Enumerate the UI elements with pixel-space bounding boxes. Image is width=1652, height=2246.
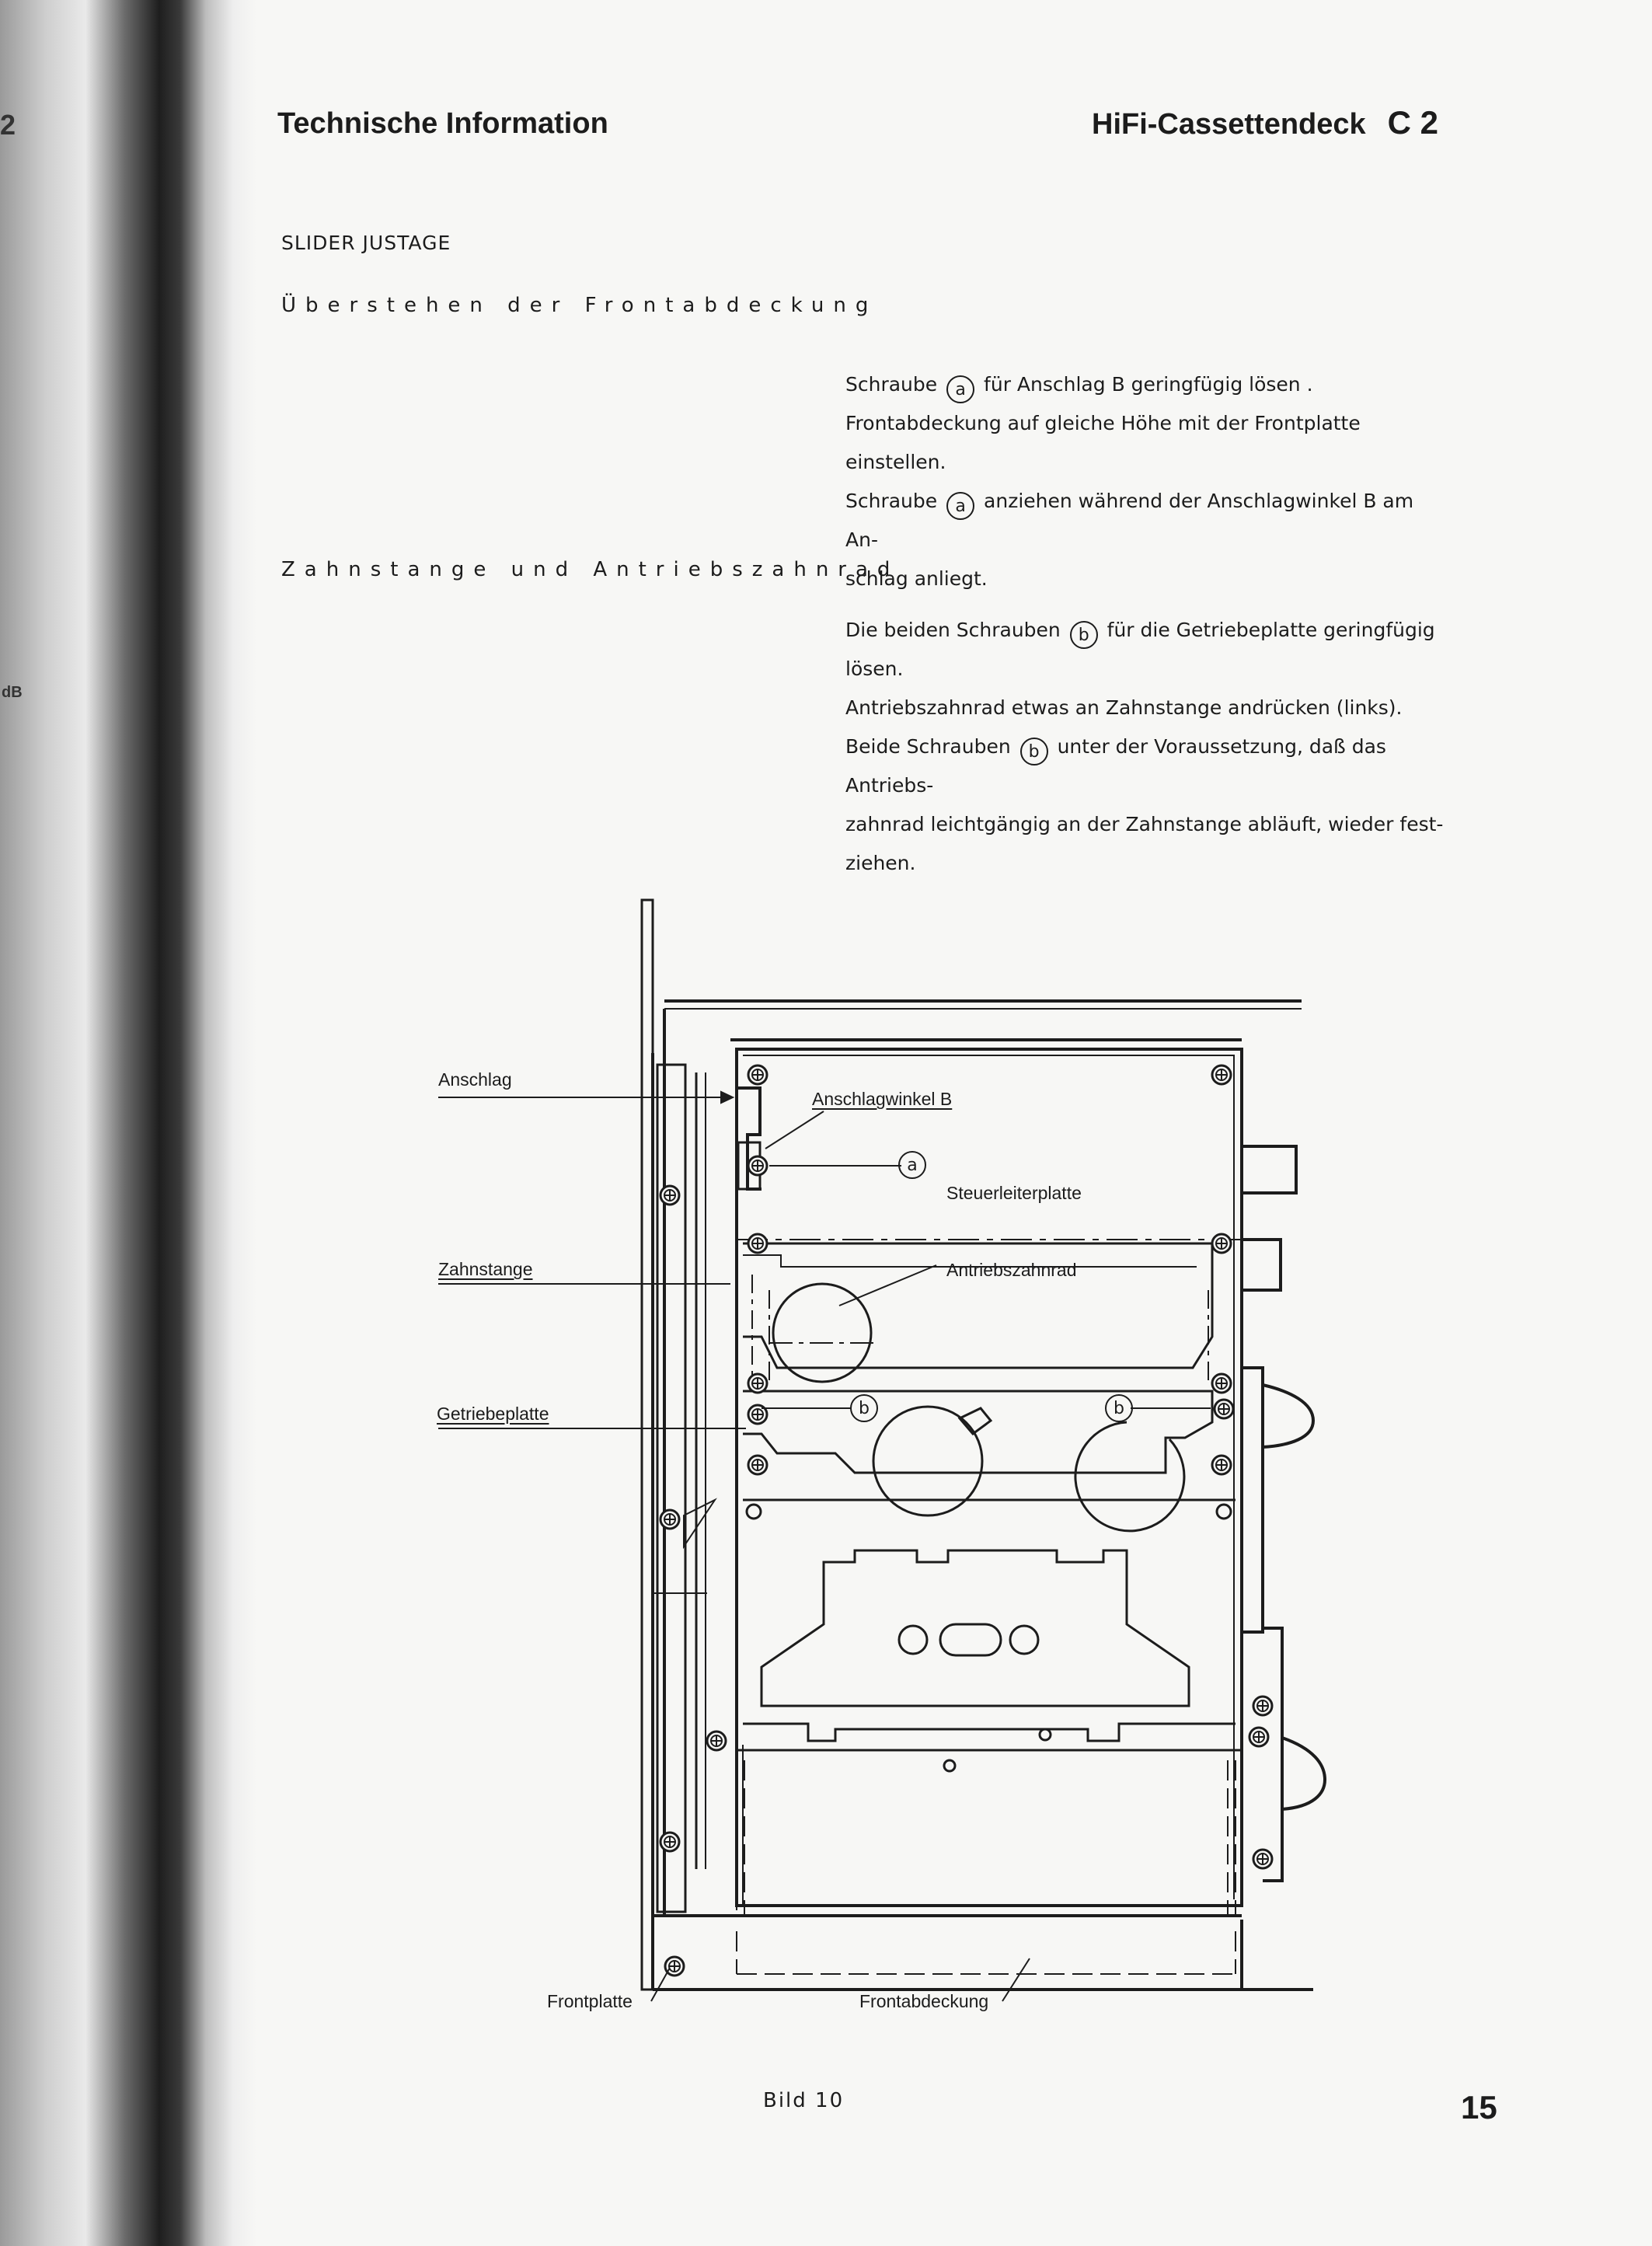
- instructions-frontabdeckung: Schraube a für Anschlag B geringfügig lö…: [845, 365, 1452, 598]
- subsection-title-zahnstange: Zahnstange und Antriebszahnrad: [281, 558, 900, 581]
- instructions-zahnstange: Die beiden Schrauben b für die Getriebep…: [845, 611, 1452, 883]
- section-title: SLIDER JUSTAGE: [281, 232, 451, 254]
- header-right: HiFi-Cassettendeck C 2: [1092, 104, 1438, 141]
- label-antriebszahnrad: Antriebszahnrad: [946, 1260, 1077, 1280]
- header-left-title: Technische Information: [277, 107, 608, 140]
- page-number: 15: [1461, 2089, 1497, 2126]
- callout-b-icon: b: [1105, 1394, 1133, 1422]
- label-steuerleiterplatte: Steuerleiterplatte: [946, 1183, 1082, 1203]
- spine-page-fragment: 2: [0, 109, 16, 141]
- instruction-line: Schraube a anziehen während der Anschlag…: [845, 490, 1414, 551]
- instruction-line: ziehen.: [845, 852, 916, 874]
- instruction-line: Frontabdeckung auf gleiche Höhe mit der …: [845, 412, 1361, 473]
- callout-b-icon: b: [1019, 738, 1048, 766]
- label-anschlag: Anschlag: [438, 1069, 512, 1090]
- callout-a-icon: a: [946, 375, 975, 403]
- figure-callout-b-left: b: [847, 1394, 881, 1422]
- header-right-title: HiFi-Cassettendeck: [1092, 108, 1366, 141]
- instruction-line: schlag anliegt.: [845, 567, 988, 590]
- instruction-line: Antriebszahnrad etwas an Zahnstange andr…: [845, 696, 1403, 719]
- label-zahnstange: Zahnstange: [438, 1259, 533, 1279]
- figure-callout-b-right: b: [1102, 1394, 1136, 1422]
- spine-unit-fragment: dB: [2, 684, 23, 701]
- header-code: C 2: [1387, 104, 1439, 141]
- instruction-line: lösen.: [845, 657, 904, 680]
- instruction-line: Schraube a für Anschlag B geringfügig lö…: [845, 365, 1452, 404]
- callout-b-icon: b: [850, 1394, 878, 1422]
- callout-a-icon: a: [898, 1151, 926, 1179]
- label-getriebeplatte: Getriebeplatte: [437, 1404, 549, 1424]
- figure-caption: Bild 10: [763, 2089, 845, 2112]
- label-anschlagwinkel: Anschlagwinkel B: [812, 1089, 953, 1109]
- instruction-line: zahnrad leichtgängig an der Zahnstange a…: [845, 813, 1444, 835]
- callout-a-icon: a: [946, 492, 975, 520]
- figure-callout-a: a: [895, 1151, 929, 1179]
- subsection-title-frontabdeckung: Überstehen der Frontabdeckung: [281, 294, 878, 317]
- book-spine-shadow: [0, 0, 256, 2246]
- label-frontplatte: Frontplatte: [547, 1991, 633, 2011]
- instruction-line: Beide Schrauben b unter der Voraussetzun…: [845, 735, 1386, 797]
- callout-b-icon: b: [1069, 621, 1098, 649]
- instruction-line: Die beiden Schrauben b für die Getriebep…: [845, 611, 1452, 650]
- label-frontabdeckung: Frontabdeckung: [859, 1991, 989, 2011]
